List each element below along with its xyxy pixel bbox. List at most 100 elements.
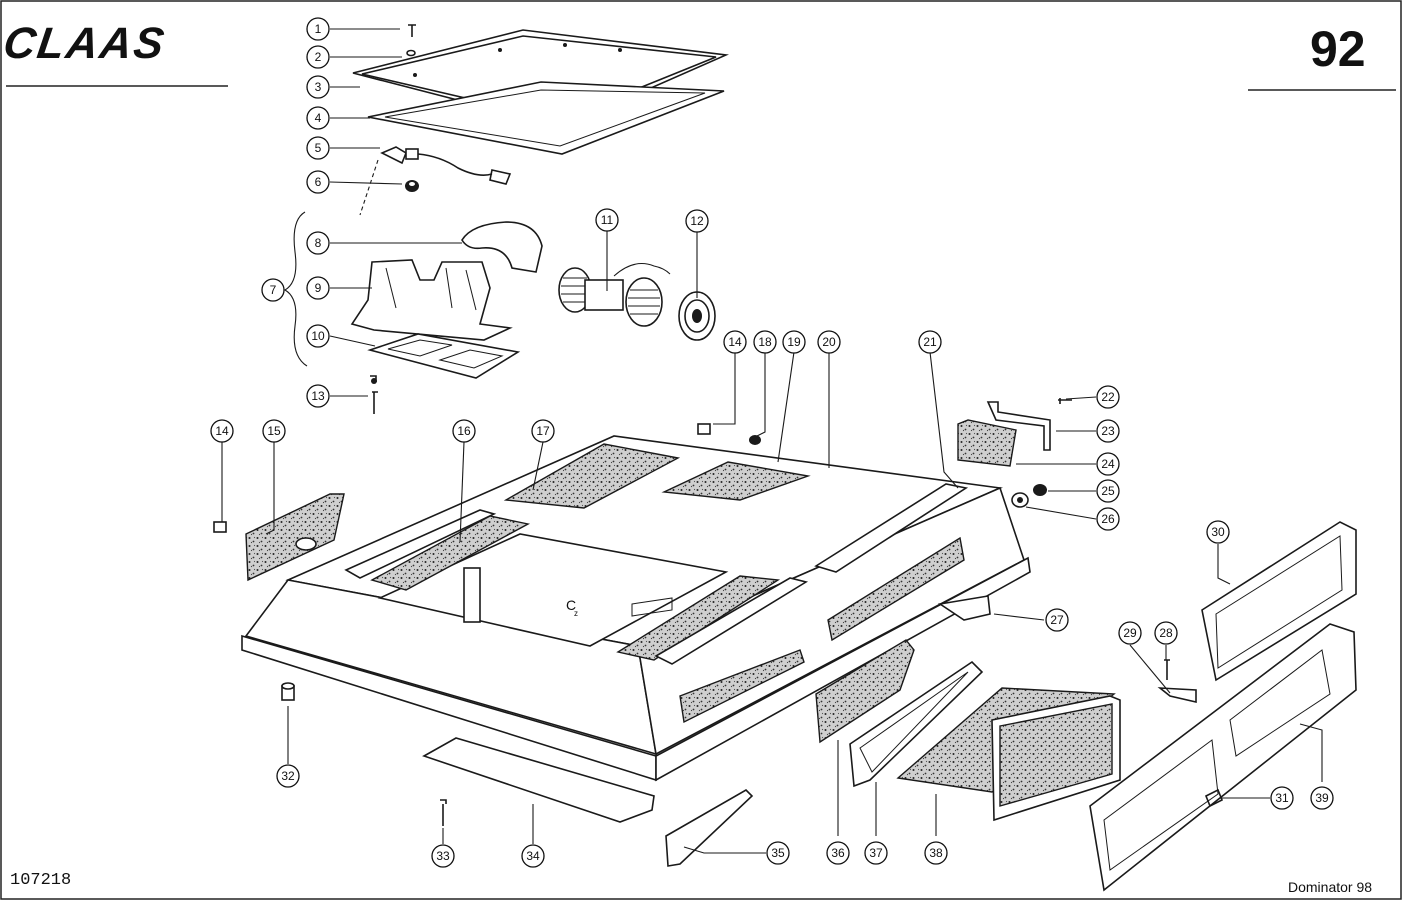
callout-38[interactable]: 38 — [924, 841, 948, 865]
seal-frame-part-37 — [849, 660, 984, 788]
callout-25[interactable]: 25 — [1096, 479, 1120, 503]
screw-part-33 — [440, 799, 447, 826]
callout-1[interactable]: 1 — [306, 17, 330, 41]
callout-label: 17 — [536, 424, 550, 438]
callout-label: 19 — [787, 335, 801, 349]
module-part-24 — [957, 419, 1017, 467]
callout-14-left[interactable]: 14 — [210, 419, 234, 443]
callout-23[interactable]: 23 — [1096, 419, 1120, 443]
callout-36[interactable]: 36 — [826, 841, 850, 865]
nut-part-25 — [1033, 484, 1047, 496]
seal-frame-inner-37 — [859, 671, 969, 773]
callout-17[interactable]: 17 — [531, 419, 555, 443]
callout-label: 9 — [315, 281, 322, 295]
callout-14-top[interactable]: 14 — [723, 330, 747, 354]
nut-part-14-top — [697, 423, 711, 435]
housing-lower-part-9 — [350, 259, 513, 341]
callout-label: 22 — [1101, 390, 1115, 404]
callout-7[interactable]: 7 — [261, 278, 285, 302]
callout-32[interactable]: 32 — [276, 764, 300, 788]
housing-top-part-8 — [461, 221, 543, 273]
callout-label: 31 — [1275, 791, 1289, 805]
callout-label: 39 — [1315, 791, 1329, 805]
callout-9[interactable]: 9 — [306, 276, 330, 300]
callout-label: 10 — [311, 329, 325, 343]
base-plate-part-10 — [367, 333, 521, 379]
callout-label: 8 — [315, 236, 322, 250]
callout-26[interactable]: 26 — [1096, 507, 1120, 531]
callout-11[interactable]: 11 — [595, 208, 619, 232]
callout-39[interactable]: 39 — [1310, 786, 1334, 810]
callout-33[interactable]: 33 — [431, 844, 455, 868]
callout-29[interactable]: 29 — [1118, 621, 1142, 645]
rail-part-34 — [422, 737, 655, 823]
callout-label: 29 — [1123, 626, 1137, 640]
washer-part-2 — [406, 49, 416, 57]
callout-label: 1 — [315, 22, 322, 36]
bracket-part-23 — [986, 401, 1051, 451]
callout-31[interactable]: 31 — [1270, 786, 1294, 810]
filter-panel-19 — [661, 461, 811, 501]
fastener-part-31 — [1204, 788, 1224, 808]
callout-28[interactable]: 28 — [1154, 621, 1178, 645]
callout-18[interactable]: 18 — [753, 330, 777, 354]
callout-label: 3 — [315, 80, 322, 94]
callout-label: 21 — [923, 335, 937, 349]
callout-30[interactable]: 30 — [1206, 520, 1230, 544]
callout-label: 37 — [869, 846, 883, 860]
blower-motor-part-11 — [558, 263, 671, 327]
callout-label: 20 — [822, 335, 836, 349]
callout-label: 34 — [526, 849, 540, 863]
callout-27[interactable]: 27 — [1045, 608, 1069, 632]
callout-label: 7 — [270, 283, 277, 297]
callout-35[interactable]: 35 — [766, 841, 790, 865]
callout-label: 28 — [1159, 626, 1173, 640]
bracket-part-27 — [937, 595, 991, 621]
callout-label: 27 — [1050, 613, 1064, 627]
callout-34[interactable]: 34 — [521, 844, 545, 868]
callout-label: 12 — [690, 214, 704, 228]
callout-19[interactable]: 19 — [782, 330, 806, 354]
callout-6[interactable]: 6 — [306, 170, 330, 194]
harness-part-5 — [359, 146, 512, 216]
callout-5[interactable]: 5 — [306, 136, 330, 160]
callout-10[interactable]: 10 — [306, 324, 330, 348]
callout-3[interactable]: 3 — [306, 75, 330, 99]
callout-label: 13 — [311, 389, 325, 403]
callout-15[interactable]: 15 — [262, 419, 286, 443]
callout-12[interactable]: 12 — [685, 209, 709, 233]
frame-part-39 — [1089, 623, 1357, 892]
callout-4[interactable]: 4 — [306, 106, 330, 130]
callout-label: 14 — [728, 335, 742, 349]
chassis-label: C — [566, 597, 576, 613]
callout-label: 11 — [601, 213, 614, 227]
side-cover-part-15 — [245, 493, 345, 582]
callout-8[interactable]: 8 — [306, 231, 330, 255]
screw-part-22 — [1058, 398, 1072, 404]
callout-22[interactable]: 22 — [1096, 385, 1120, 409]
callout-label: 16 — [457, 424, 471, 438]
frame-part-30 — [1201, 521, 1357, 682]
callout-label: 4 — [315, 111, 322, 125]
callout-label: 23 — [1101, 424, 1115, 438]
callout-label: 24 — [1101, 457, 1115, 471]
chassis-label-sub: z — [574, 609, 578, 618]
callout-24[interactable]: 24 — [1096, 452, 1120, 476]
callout-label: 18 — [758, 335, 772, 349]
nut-part-14-left — [213, 521, 227, 533]
page-number: 92 — [1310, 21, 1366, 77]
callout-37[interactable]: 37 — [864, 841, 888, 865]
callout-label: 30 — [1211, 525, 1225, 539]
bracket-part-35 — [665, 789, 754, 867]
filter-panel-17 — [503, 443, 681, 509]
callout-label: 36 — [831, 846, 845, 860]
callout-16[interactable]: 16 — [452, 419, 476, 443]
callout-21[interactable]: 21 — [918, 330, 942, 354]
callout-20[interactable]: 20 — [817, 330, 841, 354]
roof-frame: C z — [241, 435, 1031, 782]
callout-label: 38 — [929, 846, 943, 860]
callout-2[interactable]: 2 — [306, 45, 330, 69]
callout-label: 5 — [315, 141, 322, 155]
callout-13[interactable]: 13 — [306, 384, 330, 408]
